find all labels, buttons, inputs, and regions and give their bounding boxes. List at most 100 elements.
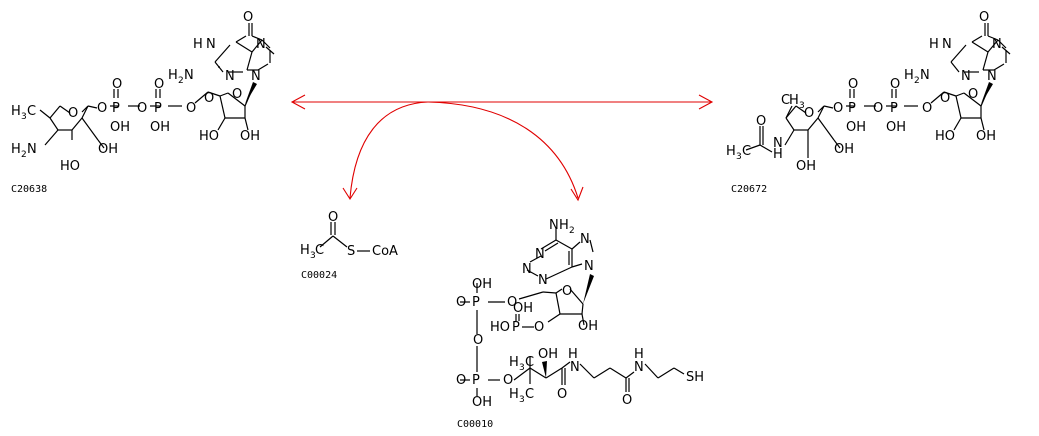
svg-text:H: H bbox=[193, 37, 203, 52]
svg-text:OH: OH bbox=[834, 142, 854, 157]
svg-text:H: H bbox=[929, 37, 939, 52]
svg-text:N: N bbox=[251, 69, 261, 84]
svg-text:OH: OH bbox=[150, 120, 170, 135]
svg-text:O: O bbox=[112, 77, 122, 92]
svg-text:N: N bbox=[584, 259, 594, 274]
svg-text:C: C bbox=[315, 243, 324, 258]
molecule-c00024: O H 3 C S CoA bbox=[300, 210, 398, 261]
svg-text:O: O bbox=[328, 210, 338, 225]
svg-text:2: 2 bbox=[178, 76, 184, 86]
svg-text:C: C bbox=[742, 144, 751, 159]
svg-text:N: N bbox=[27, 142, 37, 157]
svg-text:N: N bbox=[206, 37, 216, 52]
svg-text:O: O bbox=[890, 77, 900, 92]
svg-text:HO: HO bbox=[490, 320, 510, 335]
svg-text:N: N bbox=[522, 262, 532, 277]
svg-text:H: H bbox=[904, 68, 914, 83]
svg-text:2: 2 bbox=[21, 150, 27, 160]
svg-text:P: P bbox=[154, 101, 162, 116]
svg-text:H: H bbox=[789, 93, 799, 108]
svg-text:N: N bbox=[225, 69, 235, 84]
reaction-arrows bbox=[290, 94, 714, 202]
svg-text:O: O bbox=[503, 373, 513, 388]
svg-text:O: O bbox=[456, 373, 466, 388]
svg-text:N: N bbox=[549, 218, 559, 233]
acetyl-coa-sulfur: S bbox=[347, 244, 355, 259]
svg-text:OH: OH bbox=[240, 129, 260, 144]
svg-text:N: N bbox=[535, 247, 545, 262]
svg-text:N: N bbox=[184, 68, 194, 83]
svg-text:OH: OH bbox=[578, 319, 598, 334]
svg-text:O: O bbox=[557, 387, 567, 402]
svg-text:O: O bbox=[97, 101, 107, 116]
svg-text:2: 2 bbox=[569, 226, 575, 236]
svg-text:O: O bbox=[804, 106, 814, 121]
svg-text:3: 3 bbox=[310, 251, 316, 261]
svg-text:O: O bbox=[534, 320, 544, 335]
compound-id-c00024[interactable]: C00024 bbox=[301, 270, 337, 281]
svg-text:O: O bbox=[243, 10, 253, 25]
svg-text:C: C bbox=[781, 93, 790, 108]
svg-text:O: O bbox=[154, 77, 164, 92]
compound-id-c00010[interactable]: C00010 bbox=[457, 419, 493, 430]
molecule-c20638 bbox=[39, 23, 275, 149]
svg-text:OH: OH bbox=[110, 120, 130, 135]
molecule-c20672-labels: O H N H 2 N N N N O O O O P OH O O P OH … bbox=[726, 10, 1002, 174]
svg-text:H: H bbox=[559, 218, 569, 233]
svg-text:N: N bbox=[570, 360, 580, 375]
svg-text:C: C bbox=[525, 355, 534, 370]
arrowhead-acetyl-coa bbox=[342, 187, 358, 201]
svg-text:N: N bbox=[961, 69, 971, 84]
svg-text:P: P bbox=[890, 101, 898, 116]
svg-text:OH: OH bbox=[846, 120, 866, 135]
svg-text:N: N bbox=[256, 37, 266, 52]
svg-text:N: N bbox=[580, 232, 590, 247]
svg-text:N: N bbox=[920, 68, 930, 83]
svg-text:HO: HO bbox=[60, 159, 80, 174]
svg-text:H: H bbox=[168, 68, 178, 83]
svg-text:OH: OH bbox=[976, 129, 996, 144]
side-arrow-to-acetyl-coa bbox=[349, 101, 429, 199]
svg-text:P: P bbox=[848, 101, 856, 116]
svg-text:C: C bbox=[525, 387, 534, 402]
svg-text:O: O bbox=[68, 106, 78, 121]
svg-text:3: 3 bbox=[519, 395, 525, 405]
compound-id-c20672[interactable]: C20672 bbox=[731, 184, 767, 195]
svg-text:OH: OH bbox=[886, 120, 906, 135]
compound-id-c20638[interactable]: C20638 bbox=[11, 184, 47, 195]
svg-text:H: H bbox=[11, 104, 21, 119]
svg-text:OH: OH bbox=[796, 159, 816, 174]
arrowhead-coa bbox=[570, 186, 584, 202]
svg-text:HO: HO bbox=[199, 129, 219, 144]
svg-text:H: H bbox=[300, 243, 310, 258]
svg-text:P: P bbox=[112, 101, 120, 116]
svg-text:O: O bbox=[833, 101, 843, 116]
molecule-c20638-labels: O H N H 2 N N N N O O O O P OH O O P OH … bbox=[11, 10, 266, 174]
svg-text:OH: OH bbox=[98, 142, 118, 157]
svg-text:O: O bbox=[232, 87, 242, 102]
svg-text:O: O bbox=[186, 101, 196, 116]
svg-text:O: O bbox=[204, 91, 214, 106]
svg-text:N: N bbox=[987, 69, 997, 84]
molecule-c00010 bbox=[460, 228, 685, 396]
arrowhead-right bbox=[698, 94, 714, 110]
svg-text:O: O bbox=[756, 114, 766, 129]
molecule-c00010-labels: N H 2 N N N N N O O OH P O O O P OH HO O… bbox=[456, 218, 704, 410]
svg-text:N: N bbox=[538, 273, 548, 288]
svg-text:P: P bbox=[472, 373, 480, 388]
svg-text:C: C bbox=[27, 104, 36, 119]
svg-text:O: O bbox=[507, 295, 517, 310]
svg-text:N: N bbox=[773, 136, 783, 151]
svg-text:H: H bbox=[509, 387, 519, 402]
acetyl-coa-coa-label: CoA bbox=[372, 244, 398, 259]
svg-text:3: 3 bbox=[519, 363, 525, 373]
svg-text:2: 2 bbox=[914, 76, 920, 86]
svg-text:3: 3 bbox=[21, 112, 27, 122]
svg-text:O: O bbox=[848, 77, 858, 92]
svg-text:H: H bbox=[773, 147, 783, 162]
svg-text:N: N bbox=[634, 360, 644, 375]
svg-text:3: 3 bbox=[799, 101, 805, 111]
svg-text:O: O bbox=[473, 333, 483, 348]
